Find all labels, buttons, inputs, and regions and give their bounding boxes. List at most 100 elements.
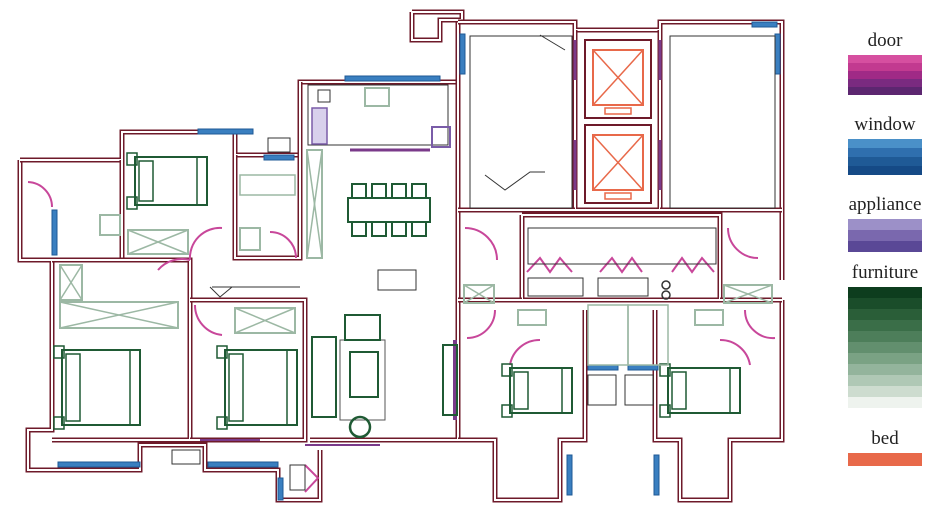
window-horizontal [751, 21, 778, 28]
toilet [99, 214, 121, 236]
dining-chair [351, 221, 367, 237]
furniture-swatch-band [848, 397, 922, 408]
wardrobe [59, 264, 83, 301]
wardrobe-cross [234, 307, 296, 334]
bed-bedroom2 [61, 349, 141, 426]
appliance-swatch-band [848, 230, 922, 241]
legend-bed: bed [830, 428, 940, 466]
shower [587, 304, 629, 366]
window-vertical [51, 209, 58, 256]
wall-north-west [20, 20, 461, 163]
furniture-swatch-band [848, 287, 922, 298]
wardrobe-cross [127, 229, 189, 255]
window-vertical [277, 477, 284, 501]
nightstand [216, 345, 228, 359]
balcony-fixture [171, 449, 201, 465]
wardrobe [59, 301, 179, 329]
furniture-swatch-band [848, 386, 922, 397]
wall-bedroom2-inner [52, 259, 191, 441]
wall-north-stub-inner [411, 11, 463, 41]
window-horizontal [344, 75, 441, 82]
legend-furniture-swatch [848, 287, 922, 408]
wall-north-east [458, 19, 785, 280]
walls [17, 9, 785, 503]
stair-unit [289, 464, 306, 491]
bed-bedroom3-pillow [228, 353, 244, 422]
door-swing [509, 338, 541, 366]
furniture-swatch-band [848, 309, 922, 320]
window-horizontal [207, 461, 279, 468]
window-swatch-band [848, 166, 922, 175]
wardrobe [463, 284, 495, 304]
nightstand [501, 404, 513, 418]
bath-vanity [517, 309, 547, 326]
legend-furniture: furniture [830, 262, 940, 408]
door-swing [727, 227, 759, 259]
furniture-swatch-band [848, 364, 922, 375]
door-swing [466, 309, 496, 339]
wardrobe-cross [59, 264, 83, 301]
wall-unit3-south-inner [654, 300, 783, 501]
furniture-swatch-band [848, 375, 922, 386]
shaft-unit2 [587, 374, 617, 406]
legend-bed-label: bed [871, 428, 899, 449]
stair-shaft-east [669, 35, 776, 209]
nightstand [659, 404, 671, 418]
legend-window-swatch [848, 139, 922, 175]
legend-door-label: door [867, 30, 903, 51]
bathroom-fixture [267, 137, 291, 153]
nightstand [126, 152, 138, 166]
door-swing [464, 227, 498, 261]
lobby-duct [527, 227, 717, 265]
meter-box [527, 277, 584, 297]
furniture-swatch-band [848, 331, 922, 342]
nightstand [216, 416, 228, 430]
door-double [671, 256, 715, 274]
window-horizontal [197, 128, 254, 135]
appliance-stove [311, 107, 328, 145]
wardrobe [127, 229, 189, 255]
wall-southwest [17, 160, 323, 503]
furniture-swatch-band [848, 298, 922, 309]
elevator-sill [604, 192, 632, 200]
elevator-sill [604, 107, 632, 115]
bed-bedroom3 [224, 349, 298, 426]
door-swing [269, 231, 297, 259]
door-double [526, 256, 573, 274]
kitchen-sink [364, 87, 390, 107]
toilet [239, 227, 261, 251]
bed-unit3-pillow [671, 371, 687, 410]
side-table [348, 415, 372, 439]
meter-box [597, 277, 649, 297]
door-swing [719, 338, 751, 366]
wardrobe-cross [59, 301, 179, 329]
legend-furniture-label: furniture [851, 262, 919, 283]
door-swing [743, 309, 776, 340]
dining-chair [391, 183, 407, 199]
dining-chair [411, 221, 427, 237]
window-vertical [459, 33, 466, 75]
door-double [599, 256, 643, 274]
kitchen-shelf-cross [306, 149, 323, 259]
bed-bedroom1 [134, 156, 208, 206]
nightstand [53, 345, 65, 359]
elevator-cross [592, 134, 644, 191]
wall-southwest-inner [19, 160, 321, 501]
living-console [377, 269, 417, 291]
stair-arrow [484, 171, 545, 191]
wall-north-east-inner [458, 21, 783, 280]
tv-cabinet [442, 344, 458, 416]
wall-elevator-core-inner [574, 30, 661, 211]
window-horizontal [57, 461, 141, 468]
dining-chair [351, 183, 367, 199]
furniture-swatch-band [848, 320, 922, 331]
bath-vanity [239, 174, 296, 196]
bath-vanity [694, 309, 724, 326]
kitchen-box [317, 89, 331, 103]
wardrobe [234, 307, 296, 334]
wall-unit3-south [652, 300, 785, 503]
legend-appliance-label: appliance [848, 194, 922, 215]
elevator-shaft [584, 124, 652, 204]
coffee-table [349, 351, 379, 398]
